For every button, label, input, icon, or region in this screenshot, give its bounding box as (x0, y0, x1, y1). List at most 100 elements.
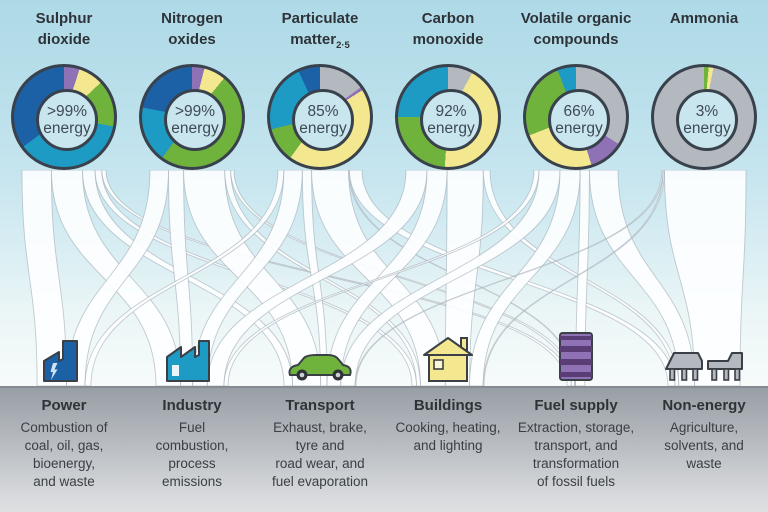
sector-name: Power (41, 397, 87, 414)
pollutant-title-subscript: 2·5 (336, 39, 350, 51)
sector-description-line: transformation (532, 456, 620, 472)
donut-center-value: 66% (563, 102, 595, 120)
donut-center-unit: energy (43, 120, 91, 137)
sector-name: Buildings (413, 397, 483, 414)
flow-nh3-to-buildings (482, 170, 665, 386)
sector-name: Fuel supply (534, 397, 618, 414)
donut-center-pm25: 85%energy (292, 89, 354, 151)
pollutant-title-line: oxides (168, 30, 216, 48)
sector-description-line: bioenergy, (32, 456, 96, 472)
sector-description-line: tyre and (295, 438, 345, 454)
sector-description-line: Exhaust, brake, (273, 420, 367, 435)
car-icon (288, 354, 352, 381)
sector-description-line: fuel evaporation (271, 474, 369, 490)
pollutant-title-pm25: Particulate matter2·5 (256, 9, 384, 50)
pollutant-title-line: matter2·5 (290, 30, 350, 51)
sector-icon-buildings (421, 334, 475, 387)
donut-chart-so2: >99%energy (11, 64, 117, 170)
sankey-flows (21, 170, 747, 386)
sector-name: Non-energy (662, 397, 746, 414)
flow-voc-to-buildings (469, 170, 581, 386)
sector-description-line: road wear, and (275, 456, 365, 472)
sector-name: Transport (285, 397, 355, 414)
sector-description-line: Cooking, heating, (395, 420, 501, 435)
sector-description-line: combustion, (155, 438, 229, 454)
flow-voc-to-industry (223, 170, 540, 386)
donut-center-value: >99% (46, 102, 88, 120)
sector-description: Agriculture, solvents, and waste (634, 419, 768, 473)
donut-chart-nh3: 3%energy (651, 64, 757, 170)
donut-center-voc: 66%energy (548, 89, 610, 151)
donut-center-value: 92% (435, 102, 467, 120)
pollutant-title-line: Carbon (421, 10, 475, 27)
pollutant-title-co: Carbon monoxide (384, 9, 512, 50)
donut-center-co: 92%energy (420, 89, 482, 151)
flow-pm25-to-non_energy (348, 170, 676, 386)
fuel-barrel-icon (559, 332, 593, 381)
donut-center-so2: >99%energy (36, 89, 98, 151)
non-energy-equipment-icon (665, 352, 743, 381)
sector-label-band (0, 386, 768, 512)
flow-voc-to-non_energy (588, 170, 696, 386)
sector-description-line: process (168, 456, 216, 472)
sector-icon-fuel_supply (556, 330, 596, 387)
sector-description: Cooking, heating, and lighting (378, 419, 518, 455)
donut-center-value: 3% (695, 102, 719, 120)
donut-center-unit: energy (427, 120, 475, 137)
pollutant-title-nox: Nitrogen oxides (128, 9, 256, 50)
house-icon (423, 337, 473, 382)
donut-center-unit: energy (171, 120, 219, 137)
donut-center-unit: energy (299, 120, 347, 137)
donut-center-value: >99% (174, 102, 216, 120)
pollutant-title-line: Nitrogen (161, 10, 223, 27)
sector-icon-non_energy (664, 348, 744, 387)
donut-chart-pm25: 85%energy (267, 64, 373, 170)
pollutant-title-line: Ammonia (669, 10, 739, 27)
sector-icon-transport (286, 352, 354, 387)
sector-description-line: and waste (33, 474, 95, 490)
pollutant-title-line: Volatile organic (520, 10, 632, 27)
sector-description-line: coal, oil, gas, (24, 438, 104, 454)
sector-description-line: and lighting (413, 438, 483, 454)
sector-description-line: Fuel (178, 420, 206, 435)
flow-pm25-to-power (84, 170, 285, 386)
pollutant-title-voc: Volatile organic compounds (512, 9, 640, 50)
donut-chart-nox: >99%energy (139, 64, 245, 170)
donut-chart-voc: 66%energy (523, 64, 629, 170)
sector-description: Fuel combustion, process emissions (122, 419, 262, 491)
pollutant-title-line: Sulphur (35, 10, 93, 27)
sector-icon-industry (163, 338, 221, 387)
sector-description-line: Extraction, storage, (517, 420, 635, 435)
flow-voc-to-transport (340, 170, 561, 386)
pollutant-title-line: monoxide (412, 30, 484, 48)
sector-description-line: Agriculture, (669, 420, 739, 435)
flow-nox-to-power (66, 170, 169, 386)
pollutant-title-line: compounds (533, 30, 619, 48)
sector-icon-power (37, 336, 91, 387)
donut-center-nox: >99%energy (164, 89, 226, 151)
sector-description-line: waste (686, 456, 722, 472)
pollutant-title-line: Particulate (281, 10, 359, 27)
donut-center-unit: energy (683, 120, 731, 137)
sector-description-line: transport, and (534, 438, 618, 454)
donut-center-unit: energy (555, 120, 603, 137)
sector-description-line: solvents, and (664, 438, 744, 454)
sector-description: Exhaust, brake, tyre and road wear, and fue… (250, 419, 390, 491)
flow-nox-to-industry (168, 170, 194, 386)
pollutant-title-nh3: Ammonia (640, 9, 768, 30)
flow-pm25-to-industry (192, 170, 303, 386)
industry-factory-icon (166, 340, 210, 382)
sector-description-line: emissions (161, 474, 223, 490)
flow-nox-to-fuel_supply (230, 170, 576, 386)
power-plant-icon (43, 340, 78, 382)
flow-nh3-to-transport (354, 170, 664, 386)
